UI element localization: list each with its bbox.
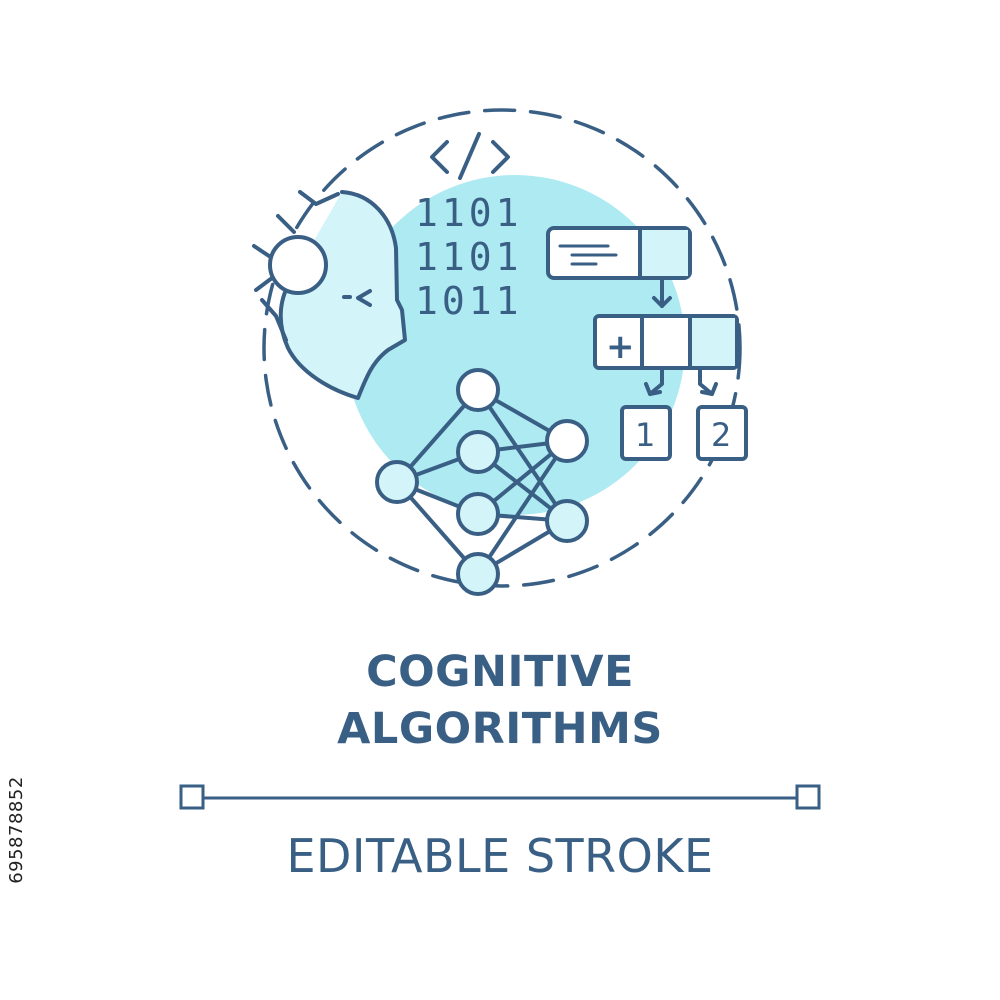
- network-node: [456, 430, 500, 474]
- network-node: [545, 499, 589, 543]
- cognitive-algorithms-icon: 1101 1101 1011 +: [252, 108, 748, 596]
- subtitle: EDITABLE STROKE: [286, 829, 714, 883]
- option-box-1: [620, 405, 672, 461]
- stock-id: 695878852: [6, 776, 27, 884]
- option-box-2: [696, 405, 748, 461]
- stroke-handle-left: [179, 784, 205, 810]
- network-node: [456, 368, 500, 412]
- title-line-1: COGNITIVE: [366, 647, 634, 697]
- flowchart-icon: + 1 2: [546, 226, 748, 461]
- option-1-label: 1: [635, 416, 655, 454]
- plus-sign: +: [606, 327, 635, 367]
- editable-stroke-line: [179, 784, 821, 810]
- stroke-handle-right: [795, 784, 821, 810]
- binary-row-1: 1101: [415, 191, 523, 235]
- binary-row-2: 1101: [415, 235, 523, 279]
- network-node: [545, 419, 589, 463]
- code-tag-icon: [430, 132, 510, 180]
- network-node: [456, 492, 500, 536]
- option-2-label: 2: [711, 416, 731, 454]
- network-node: [375, 460, 419, 504]
- network-node: [456, 552, 500, 596]
- robot-ear-icon: [268, 235, 328, 295]
- dashed-ring: [262, 108, 742, 588]
- neural-network-icon: [375, 368, 589, 596]
- binary-row-3: 1011: [415, 279, 523, 323]
- binary-code-icon: 1101 1101 1011: [415, 191, 523, 323]
- robot-head-icon: [252, 190, 407, 400]
- title-line-2: ALGORITHMS: [337, 704, 663, 754]
